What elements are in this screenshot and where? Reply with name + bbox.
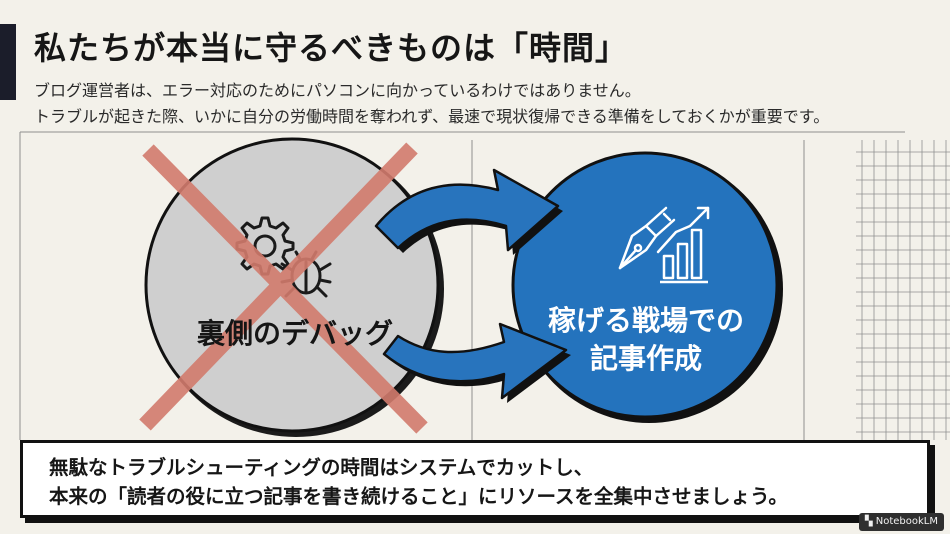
watermark-logo-icon: ▚ bbox=[864, 516, 876, 527]
cross-out-mark bbox=[139, 142, 428, 434]
grid-pattern bbox=[856, 140, 950, 440]
lower-arrow bbox=[382, 322, 571, 403]
notebooklm-watermark: ▚ NotebookLM bbox=[858, 513, 944, 531]
page-subtitle: ブログ運営者は、エラー対応のためにパソコンに向かっているわけではありません。 ト… bbox=[34, 78, 946, 130]
subtitle-line-1: ブログ運営者は、エラー対応のためにパソコンに向かっているわけではありません。 bbox=[34, 81, 641, 100]
subtitle-line-2: トラブルが起きた際、いかに自分の労働時間を奪われず、最速で現状復帰できる準備をし… bbox=[34, 107, 830, 126]
left-node-label: 裏側のデバッグ bbox=[196, 317, 393, 350]
callout-line-2: 本来の「読者の役に立つ記事を書き続けること」にリソースを全集中させましょう。 bbox=[49, 485, 788, 508]
right-node-circle bbox=[511, 151, 779, 419]
growth-chart-icon bbox=[656, 206, 710, 284]
page-title: 私たちが本当に守るべきものは「時間」 bbox=[34, 29, 629, 67]
conclusion-callout: 無駄なトラブルシューティングの時間はシステムでカットし、 本来の「読者の役に立つ… bbox=[20, 440, 930, 518]
pen-nib-icon bbox=[618, 206, 676, 270]
title-accent-bar bbox=[0, 24, 16, 100]
right-node-label-line-1: 稼げる戦場での bbox=[547, 304, 744, 337]
right-node-label: 稼げる戦場での 記事作成 bbox=[521, 302, 771, 378]
watermark-text: NotebookLM bbox=[875, 516, 938, 527]
callout-line-1: 無駄なトラブルシューティングの時間はシステムでカットし、 bbox=[49, 456, 594, 479]
upper-arrow bbox=[374, 168, 563, 255]
right-node-label-line-2: 記事作成 bbox=[589, 342, 702, 375]
